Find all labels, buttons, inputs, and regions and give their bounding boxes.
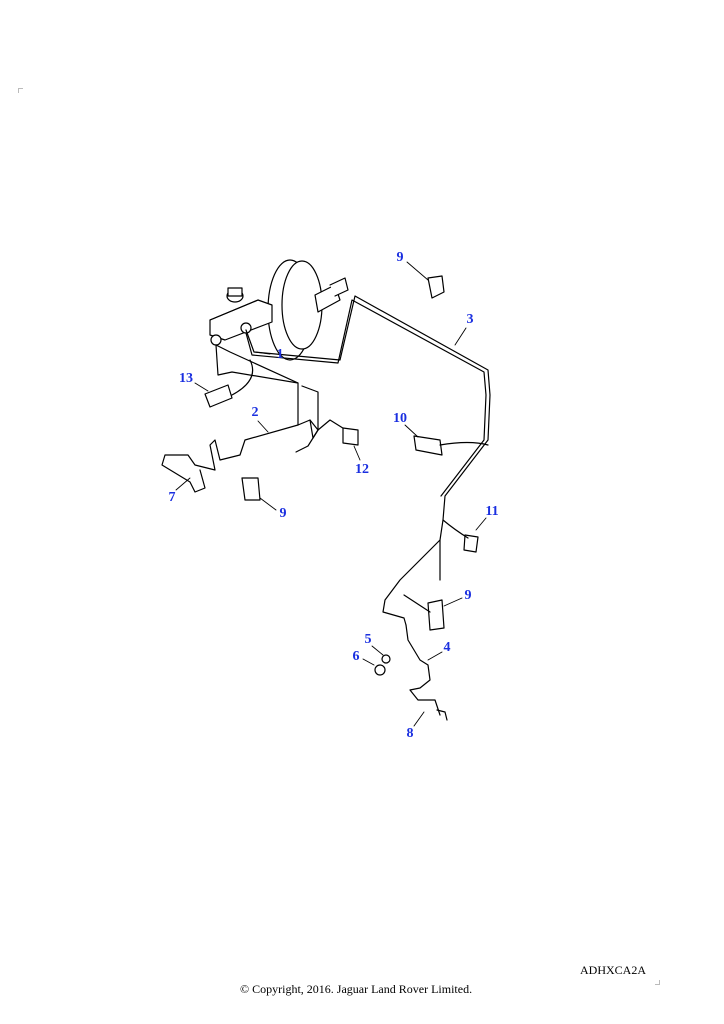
nut-5	[381, 654, 391, 664]
brake-pipe-3	[245, 295, 491, 626]
brake-booster-master-cylinder	[209, 259, 349, 361]
callout-12[interactable]: 12	[355, 462, 369, 477]
brake-hose-4	[405, 624, 441, 716]
illustration-code: ADHXCA2A	[580, 963, 646, 977]
callout-7[interactable]: 7	[168, 490, 176, 505]
brake-pipe-2	[161, 344, 299, 493]
callout-5[interactable]: 5	[364, 632, 372, 647]
brake-pipe-1	[215, 344, 319, 439]
corner-mark-bottom-right	[655, 980, 660, 985]
callout-8[interactable]: 8	[406, 726, 414, 741]
callout-leaders	[175, 261, 487, 727]
copyright-notice: © Copyright, 2016. Jaguar Land Rover Lim…	[240, 982, 473, 996]
clip-9-top	[427, 275, 445, 299]
callout-9-left[interactable]: 9	[279, 506, 287, 521]
callout-6[interactable]: 6	[352, 649, 360, 664]
callout-10[interactable]: 10	[393, 411, 407, 426]
callout-4[interactable]: 4	[443, 640, 451, 655]
clip-13	[204, 384, 233, 408]
callout-9-top[interactable]: 9	[396, 250, 404, 265]
nut-6	[374, 664, 386, 676]
callout-9-right[interactable]: 9	[464, 588, 472, 603]
callout-1[interactable]: 1	[276, 347, 284, 362]
clip-9-right	[403, 594, 445, 631]
clip-9-left	[241, 477, 261, 501]
callout-11[interactable]: 11	[485, 504, 499, 519]
clip-10	[413, 435, 489, 456]
callout-2[interactable]: 2	[251, 405, 259, 420]
corner-mark-top-left	[18, 88, 23, 93]
callout-3[interactable]: 3	[466, 312, 474, 327]
clip-11	[442, 519, 479, 553]
callout-13[interactable]: 13	[179, 371, 193, 386]
clip-12	[342, 427, 359, 446]
